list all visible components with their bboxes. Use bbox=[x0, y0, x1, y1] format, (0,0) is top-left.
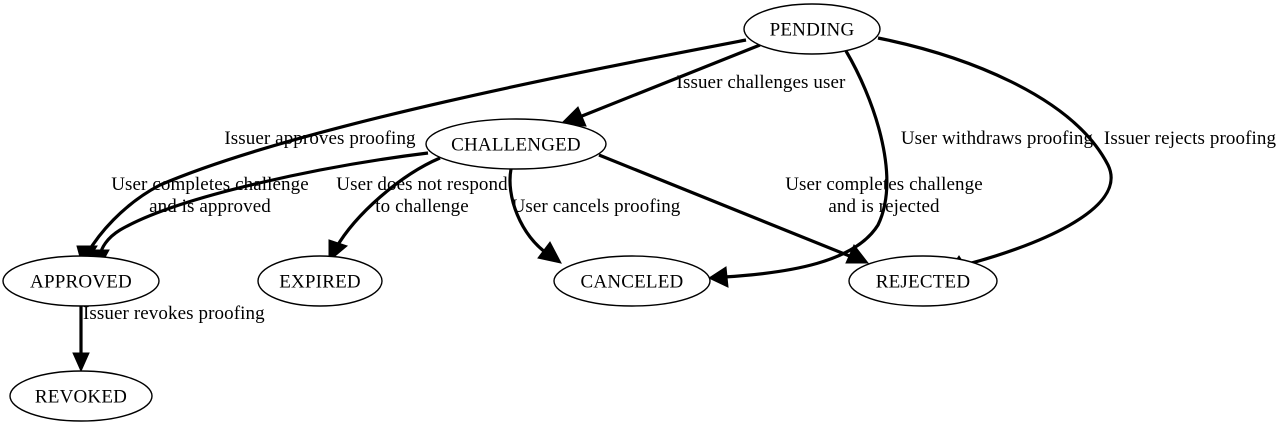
nodes-layer: PENDING CHALLENGED APPROVED EXPIRED CANCELED… bbox=[2, 3, 998, 422]
edge-challenged-rejected bbox=[598, 153, 870, 264]
edge-challenged-expired bbox=[328, 156, 441, 263]
node-revoked[interactable]: REVOKED bbox=[9, 370, 153, 422]
arrowhead-icon bbox=[707, 266, 729, 288]
edge-label-line: User does not respond bbox=[336, 174, 508, 195]
edge-label-line: Issuer approves proofing bbox=[224, 128, 416, 149]
edge-label-line: User cancels proofing bbox=[512, 196, 681, 217]
edge-line-challenged-canceled bbox=[508, 168, 550, 257]
edge-label-pending-rejected: Issuer rejects proofing bbox=[1104, 128, 1277, 149]
node-shape-challenged bbox=[425, 118, 607, 170]
edge-label-pending-approved: Issuer approves proofing bbox=[224, 128, 416, 149]
edge-label-approved-revoked: Issuer revokes proofing bbox=[83, 303, 265, 324]
node-shape-pending bbox=[743, 3, 881, 55]
edge-label-challenged-canceled: User cancels proofing bbox=[512, 196, 681, 217]
node-canceled[interactable]: CANCELED bbox=[553, 255, 711, 307]
arrowhead-icon bbox=[72, 352, 90, 373]
node-shape-approved bbox=[2, 255, 160, 307]
edge-label-line: Issuer challenges user bbox=[677, 72, 846, 93]
node-shape-rejected bbox=[848, 255, 998, 307]
node-challenged[interactable]: CHALLENGED bbox=[425, 118, 607, 170]
node-label-revoked: REVOKED bbox=[35, 387, 127, 408]
edge-line-pending-rejected bbox=[877, 36, 1113, 267]
edge-line-challenged-expired bbox=[334, 156, 441, 249]
node-label-pending: PENDING bbox=[770, 20, 855, 41]
node-rejected[interactable]: REJECTED bbox=[848, 255, 998, 307]
node-shape-revoked bbox=[9, 370, 153, 422]
node-pending[interactable]: PENDING bbox=[743, 3, 881, 55]
node-label-challenged: CHALLENGED bbox=[451, 135, 581, 156]
edge-label-line: Issuer rejects proofing bbox=[1104, 128, 1277, 149]
edge-labels-layer: Issuer approves proofing Issuer challenge… bbox=[83, 72, 1276, 324]
edge-pending-rejected bbox=[877, 36, 1113, 276]
arrowhead-icon bbox=[328, 239, 349, 263]
edge-label-line: User completes challenge bbox=[111, 174, 309, 195]
edge-label-line: Issuer revokes proofing bbox=[83, 303, 265, 324]
node-shape-canceled bbox=[553, 255, 711, 307]
edge-line-pending-approved bbox=[85, 38, 747, 255]
node-label-rejected: REJECTED bbox=[876, 272, 971, 293]
node-label-expired: EXPIRED bbox=[279, 272, 361, 293]
edge-label-pending-challenged: Issuer challenges user bbox=[677, 72, 846, 93]
arrowhead-icon bbox=[845, 244, 870, 264]
node-label-approved: APPROVED bbox=[30, 272, 132, 293]
edge-label-line: and is approved bbox=[149, 196, 271, 217]
edge-line-pending-canceled bbox=[723, 50, 889, 279]
edge-challenged-canceled bbox=[508, 168, 562, 264]
edge-label-line: User withdraws proofing bbox=[901, 128, 1094, 149]
edge-label-line: and is rejected bbox=[828, 196, 940, 217]
edge-label-line: to challenge bbox=[375, 196, 469, 217]
node-approved[interactable]: APPROVED bbox=[2, 255, 160, 307]
node-label-canceled: CANCELED bbox=[581, 272, 684, 293]
node-shape-expired bbox=[257, 255, 383, 307]
node-expired[interactable]: EXPIRED bbox=[257, 255, 383, 307]
edge-pending-canceled bbox=[707, 50, 889, 288]
edge-line-challenged-rejected bbox=[598, 153, 853, 259]
edge-approved-revoked bbox=[72, 306, 90, 373]
edge-line-challenged-approved bbox=[98, 151, 429, 257]
edge-pending-challenged bbox=[559, 43, 761, 127]
edge-label-pending-canceled: User withdraws proofing bbox=[901, 128, 1094, 149]
edge-label-line: User completes challenge bbox=[785, 174, 983, 195]
arrowhead-icon bbox=[537, 241, 562, 264]
edge-line-pending-challenged bbox=[581, 43, 761, 118]
